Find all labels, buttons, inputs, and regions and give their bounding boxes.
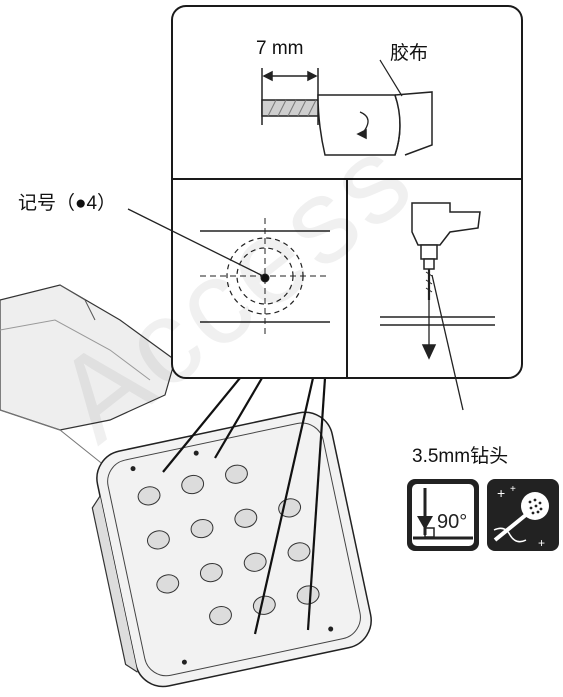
svg-text:+: + <box>538 536 545 550</box>
drill-illustration <box>380 202 495 411</box>
svg-text:+: + <box>497 485 505 501</box>
mark-label: 记号（●4） <box>18 193 117 214</box>
svg-text:+: + <box>510 484 516 495</box>
tape-label: 胶布 <box>390 43 429 64</box>
perpendicular-90-icon <box>407 479 479 551</box>
drill-bit-tape-illustration <box>261 59 433 156</box>
pedal-pad <box>91 411 372 688</box>
pedal-arm <box>0 284 176 471</box>
drill-bit-label: 3.5mm钻头 <box>412 446 509 467</box>
drill-clean-icon: + + + <box>487 479 559 551</box>
marking-crosshair <box>127 208 330 335</box>
leader-lines <box>162 377 327 635</box>
angle-label: 90° <box>437 511 468 533</box>
dimension-label: 7 mm <box>256 38 304 59</box>
